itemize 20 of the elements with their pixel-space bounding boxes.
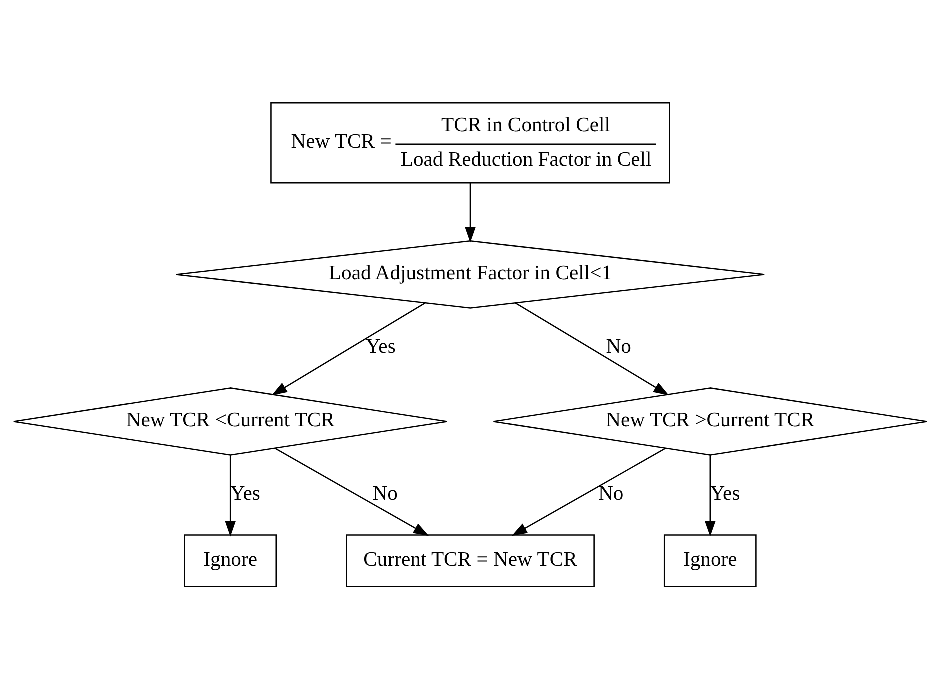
edge-label: No: [606, 336, 632, 358]
node-diamond: New TCR >Current TCR: [493, 387, 928, 456]
node-box: Ignore: [184, 534, 278, 587]
node-box: Current TCR = New TCR: [346, 534, 595, 587]
arrow: [704, 454, 716, 536]
node-diamond: Load Adjustment Factor in Cell<1: [176, 240, 766, 308]
arrow: [274, 447, 430, 536]
edge-label: Yes: [230, 482, 260, 505]
node-box: New TCR = TCR in Control Cell Load Reduction Factor in Cell: [270, 102, 670, 184]
arrow: [272, 302, 426, 396]
edge-label: No: [372, 482, 398, 505]
arrow: [225, 454, 236, 536]
edge-label: No: [598, 482, 624, 505]
arrow: [512, 447, 666, 536]
edge-label: Yes: [710, 482, 740, 505]
arrow: [515, 302, 670, 396]
arrow: [465, 182, 476, 242]
node-box: Ignore: [664, 534, 757, 587]
node-diamond: New TCR <Current TCR: [13, 387, 448, 456]
edge-label: Yes: [366, 336, 396, 358]
